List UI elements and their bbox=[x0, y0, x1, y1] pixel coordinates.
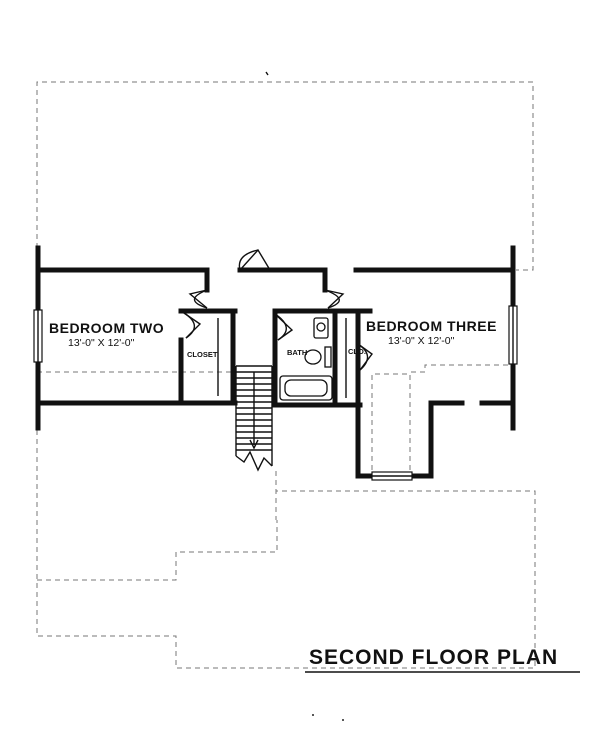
stray-marks bbox=[265, 71, 344, 721]
bedroom-two-label: BEDROOM TWO bbox=[49, 320, 164, 336]
upper-dashed-outline bbox=[36, 81, 534, 271]
window-right bbox=[508, 305, 518, 365]
clo-label: CLO. bbox=[348, 347, 366, 356]
door-bath bbox=[274, 313, 294, 341]
door-bedroom-three bbox=[324, 289, 345, 309]
door-closet bbox=[180, 310, 202, 339]
bedroom-three-dims: 13'-0" X 12'-0" bbox=[388, 335, 455, 347]
door-hall-top bbox=[238, 248, 271, 271]
door-clo bbox=[357, 343, 373, 371]
toilet bbox=[313, 317, 329, 339]
staircase bbox=[235, 365, 273, 472]
window-left bbox=[33, 309, 43, 363]
lower-dashed-outline bbox=[36, 364, 536, 669]
bathtub bbox=[279, 375, 333, 401]
door-bedroom-two bbox=[188, 289, 208, 309]
hall-walls bbox=[178, 267, 434, 479]
closet-label: CLOSET bbox=[187, 350, 218, 359]
alcove-dashed bbox=[371, 373, 411, 470]
closet-shelf bbox=[217, 318, 347, 398]
bath-label: BATH bbox=[287, 348, 307, 357]
bedroom-three-label: BEDROOM THREE bbox=[366, 318, 497, 334]
alcove-window bbox=[371, 471, 413, 481]
bedroom-two-dims: 13'-0" X 12'-0" bbox=[68, 337, 135, 349]
sink bbox=[304, 346, 332, 368]
plan-title: SECOND FLOOR PLAN bbox=[309, 646, 558, 669]
